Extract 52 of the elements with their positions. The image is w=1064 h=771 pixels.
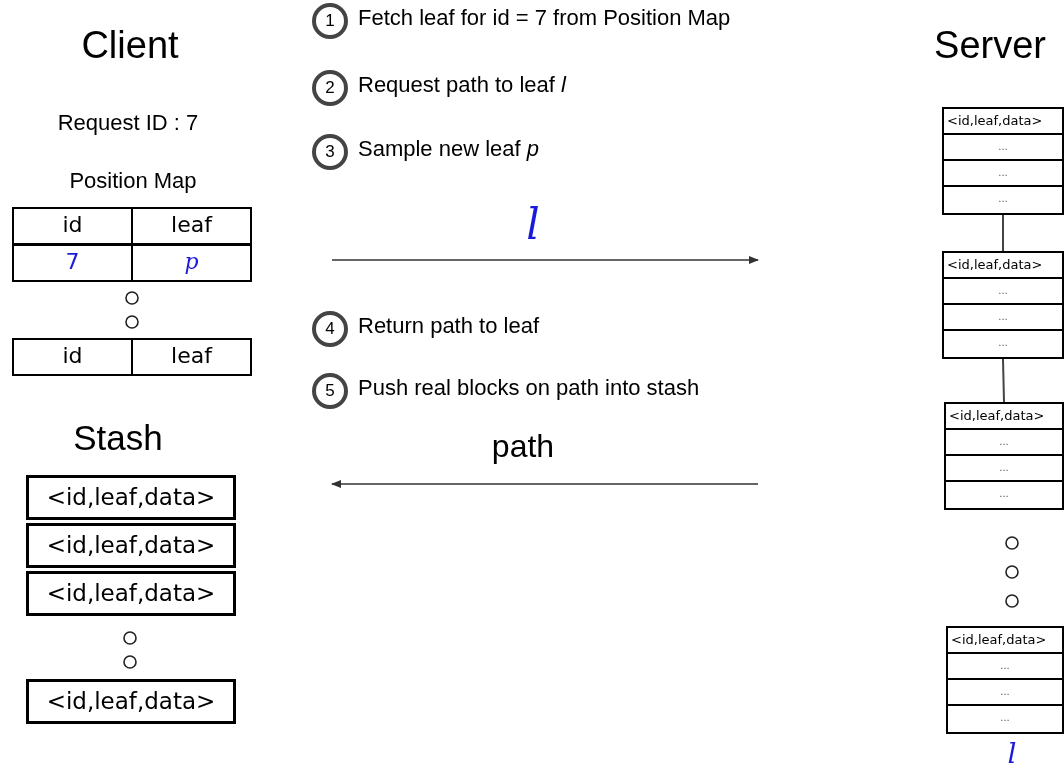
leaf-label: l (1007, 737, 1017, 770)
step-number: 2 (312, 70, 348, 106)
table-cell: leaf (131, 340, 250, 374)
bucket-table (944, 402, 1064, 510)
step-number: 5 (312, 373, 348, 409)
heading: Server (934, 24, 1046, 67)
stash-block: <id,leaf,data> (26, 475, 236, 520)
table-cell-text: 7 (64, 248, 81, 276)
ellipsis-cell: ... (944, 277, 1062, 303)
step-text: Fetch leaf for id = 7 from Position Map (358, 5, 731, 31)
stash-block: <id,leaf,data> (26, 679, 236, 724)
step-text: Return path to leaf (358, 313, 539, 339)
ellipsis-cell: ... (946, 480, 1062, 506)
connector-line (1002, 214, 1004, 252)
header-cell-text: <id,leaf,data> (948, 407, 1046, 425)
bucket-table (942, 107, 1064, 215)
step-number: 1 (312, 3, 348, 39)
ellipsis-cell: ... (948, 652, 1062, 678)
step-number: 4 (312, 311, 348, 347)
stash-block: <id,leaf,data> (26, 523, 236, 568)
bucket-table (946, 626, 1064, 734)
ellipsis-cell: ... (944, 185, 1062, 211)
table-cell: p (131, 246, 250, 280)
ellipsis-cell: ... (944, 159, 1062, 185)
stash-block: <id,leaf,data> (26, 571, 236, 616)
table-cell-text: id (61, 211, 84, 239)
table-row (12, 207, 252, 245)
ellipsis-cell: ... (948, 678, 1062, 704)
bucket-table (942, 251, 1064, 359)
connector-line (1002, 358, 1005, 403)
heading: Client (81, 24, 179, 67)
table-title: Position Map (69, 168, 197, 194)
request-id-text: Request ID : 7 (57, 110, 199, 136)
message-label: l (526, 200, 540, 249)
ellipsis-cell: ... (944, 303, 1062, 329)
table-row (12, 338, 252, 376)
message-label: path (491, 428, 555, 465)
ellipsis-cell: ... (948, 704, 1062, 730)
ellipsis-cell: ... (946, 428, 1062, 454)
step-number: 3 (312, 134, 348, 170)
header-cell-text: <id,leaf,data> (946, 256, 1044, 274)
header-cell-text: <id,leaf,data> (946, 112, 1044, 130)
heading: Stash (73, 418, 163, 458)
ellipsis-cell: ... (944, 329, 1062, 355)
ellipsis-cell: ... (946, 454, 1062, 480)
table-cell-text: id (61, 342, 84, 370)
step-text: Sample new leaf p (358, 136, 539, 162)
ellipsis-cell: ... (944, 133, 1062, 159)
step-text: Push real blocks on path into stash (358, 375, 700, 401)
table-row (12, 244, 252, 282)
header-cell-text: <id,leaf,data> (950, 631, 1048, 649)
step-text: Request path to leaf l (358, 72, 566, 98)
